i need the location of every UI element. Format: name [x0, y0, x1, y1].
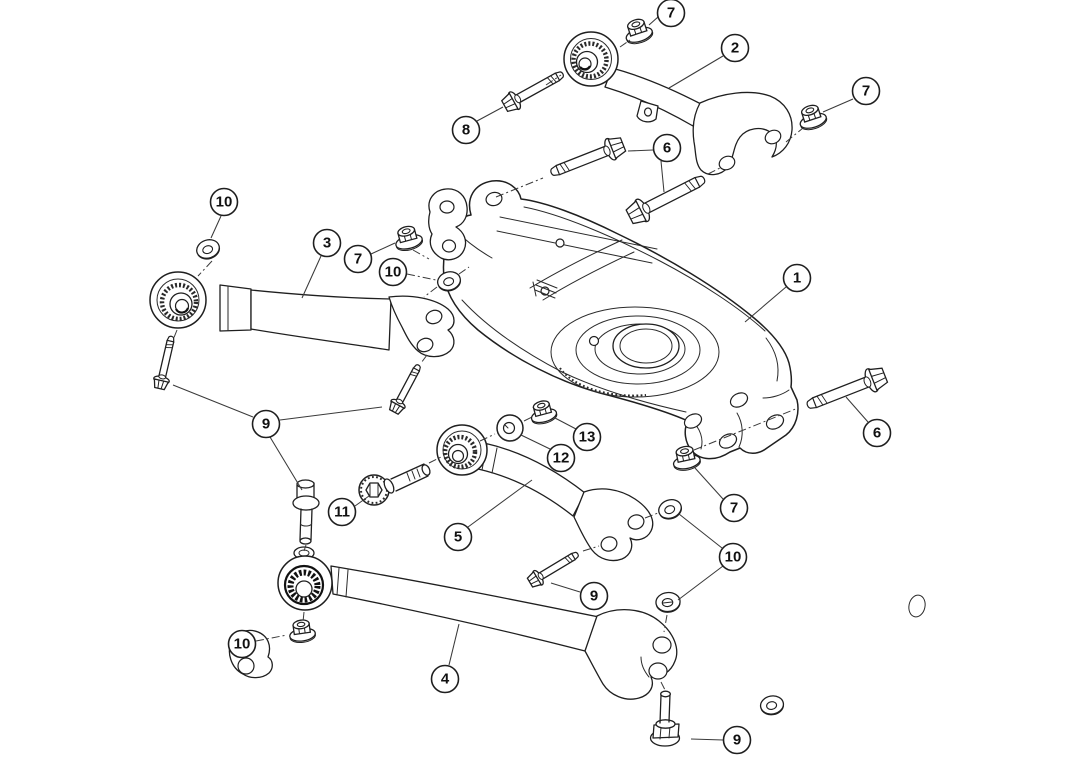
callout-balloons: 7 2 7 8 6 10 3 7 10 1 9 6 13 12 7 11 5 1… — [211, 0, 891, 754]
callout-7d: 7 — [721, 495, 748, 522]
callout-10d: 10 — [229, 631, 256, 658]
nut-7-top — [620, 15, 656, 48]
svg-text:8: 8 — [462, 122, 470, 139]
bolt-9-bottom — [651, 691, 680, 746]
nut-13 — [527, 397, 559, 427]
bolt-6-right — [802, 363, 890, 418]
bolt-9-mid — [386, 361, 427, 417]
nut-7-left — [391, 222, 425, 254]
callout-10a: 10 — [211, 189, 238, 216]
svg-text:5: 5 — [454, 529, 462, 546]
svg-text:9: 9 — [590, 588, 598, 605]
callout-10b: 10 — [380, 259, 407, 286]
svg-text:1: 1 — [793, 270, 801, 287]
svg-text:7: 7 — [862, 83, 870, 100]
part-2-upper-arm — [564, 32, 792, 175]
nut-10-trailing — [287, 617, 317, 645]
svg-text:11: 11 — [334, 504, 350, 521]
callout-9a: 9 — [253, 411, 280, 438]
stray-ellipse — [907, 594, 927, 619]
part-1-lower-control-arm — [429, 181, 798, 459]
svg-text:10: 10 — [385, 264, 402, 281]
callout-1: 1 — [784, 265, 811, 292]
callout-13: 13 — [574, 424, 601, 451]
callout-12: 12 — [548, 445, 575, 472]
callout-2: 2 — [722, 35, 749, 62]
svg-text:2: 2 — [731, 40, 739, 57]
callout-6a: 6 — [654, 135, 681, 162]
stud-link — [293, 480, 319, 544]
bolt-11 — [359, 464, 431, 505]
bolt-6-upper — [546, 133, 628, 184]
callout-7c: 7 — [345, 246, 372, 273]
svg-text:6: 6 — [663, 140, 671, 157]
washer-bottom-right — [758, 693, 786, 718]
washer-12 — [497, 415, 523, 441]
svg-text:4: 4 — [441, 671, 450, 688]
part-2-bushing — [564, 32, 618, 86]
svg-text:10: 10 — [216, 194, 233, 211]
svg-text:10: 10 — [725, 549, 742, 566]
callout-4: 4 — [432, 666, 459, 693]
nut-7-right — [794, 101, 830, 134]
assembly-axis-lines — [173, 40, 803, 690]
washer-10-lower-right — [654, 590, 682, 615]
callout-9c: 9 — [724, 727, 751, 754]
callout-7b: 7 — [853, 78, 880, 105]
washer-10-upper-right — [655, 495, 685, 523]
callout-8: 8 — [453, 117, 480, 144]
svg-text:9: 9 — [733, 732, 741, 749]
svg-text:3: 3 — [323, 235, 331, 252]
washer-10-topleft — [193, 236, 223, 263]
bolt-8 — [499, 64, 569, 116]
part-4-bushing — [278, 547, 332, 610]
bolt-9-left — [151, 334, 180, 391]
callout-6b: 6 — [864, 420, 891, 447]
svg-text:13: 13 — [579, 429, 596, 446]
leader-lines — [173, 17, 868, 740]
svg-text:7: 7 — [667, 5, 675, 22]
svg-text:9: 9 — [262, 416, 270, 433]
bolt-6-lower — [623, 167, 711, 229]
svg-text:6: 6 — [873, 425, 881, 442]
bolt-9-fork5 — [525, 546, 583, 591]
part-5-middle-lateral-arm — [437, 425, 653, 561]
part-3-front-lateral-arm — [150, 272, 454, 357]
svg-text:12: 12 — [553, 450, 570, 467]
callout-7a: 7 — [658, 0, 685, 27]
callout-9b: 9 — [581, 583, 608, 610]
part-5-bushing — [437, 425, 487, 475]
callout-10c: 10 — [720, 544, 747, 571]
part-3-bushing — [150, 272, 206, 328]
svg-text:10: 10 — [234, 636, 251, 653]
callout-5: 5 — [445, 524, 472, 551]
callout-11: 11 — [329, 499, 356, 526]
svg-text:7: 7 — [354, 251, 362, 268]
callout-3: 3 — [314, 230, 341, 257]
svg-text:7: 7 — [730, 500, 738, 517]
part-4-trailing-arm — [278, 547, 677, 699]
